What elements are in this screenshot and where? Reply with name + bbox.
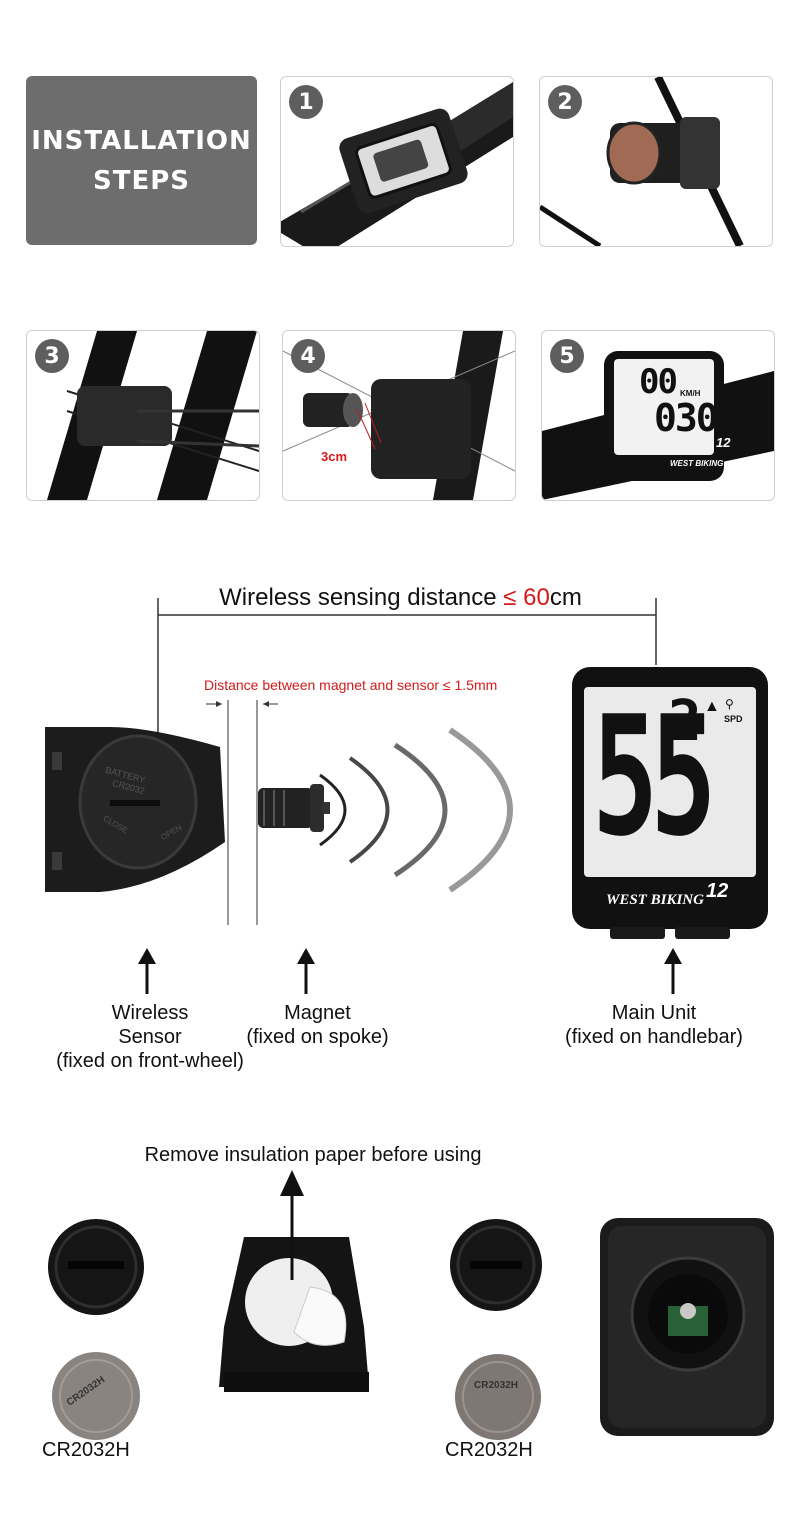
step-4-card: 4 3cm [282, 330, 516, 501]
sensor-caption-line-2: Sensor [118, 1026, 182, 1048]
main-unit-back [600, 1218, 774, 1436]
magnet-caption-line-2: (fixed on spoke) [246, 1026, 389, 1048]
main-unit-caption-line-1: Main Unit [611, 1002, 697, 1024]
main-unit-drawing [572, 667, 768, 939]
step-3-card: 3 [26, 330, 260, 501]
speed-up-arrow-icon: ▲ [704, 698, 720, 715]
step-5-display-top: 00 [639, 362, 678, 402]
wireless-distance-caption: Wireless sensing distance ≤ 60cm [0, 584, 801, 612]
step-4-distance-annotation: 3cm [321, 449, 348, 464]
step-4-photo [283, 331, 515, 500]
coin-battery-left [52, 1352, 140, 1440]
step-5-display-unit: KM/H [680, 389, 701, 398]
distance-lines [157, 598, 657, 925]
signal-waves [319, 727, 513, 893]
sensor-with-paper [219, 1237, 369, 1392]
battery-cover-left [48, 1219, 144, 1315]
step-1-card: 1 [280, 76, 514, 247]
main-unit-brand: WEST BIKING [606, 892, 704, 908]
main-unit-spd: SPD [724, 714, 743, 724]
step-2-card: 2 [539, 76, 773, 247]
step-5-photo [542, 351, 774, 500]
battery-right-label: CR2032H [445, 1439, 533, 1461]
magnet-drawing [258, 784, 330, 832]
distance-value: ≤ 60 [503, 584, 550, 611]
coin-right-model: CR2032H [474, 1380, 518, 1391]
step-2-photo [540, 77, 744, 246]
step-4-badge: 4 [291, 339, 325, 373]
title-line-1: INSTALLATION [31, 125, 252, 156]
main-unit-caption: Main Unit (fixed on handlebar) [545, 1001, 763, 1049]
step-5-badge: 5 [550, 339, 584, 373]
step-5-brand: WEST BIKING [670, 459, 724, 468]
distance-suffix: cm [549, 584, 582, 611]
distance-prefix: Wireless sensing distance [219, 584, 504, 611]
main-unit-caption-line-2: (fixed on handlebar) [565, 1026, 743, 1048]
main-unit-model: 12 [706, 880, 729, 902]
sensor-caption: Wireless Sensor (fixed on front-wheel) [30, 1001, 270, 1073]
sensor-caption-line-1: Wireless [111, 1002, 189, 1024]
wireless-sensor-drawing [45, 727, 225, 892]
step-1-badge: 1 [289, 85, 323, 119]
step-3-badge: 3 [35, 339, 69, 373]
step-5-model: 12 [716, 435, 731, 450]
step-5-display-bottom: 030 [654, 396, 719, 440]
magnet-caption-line-1: Magnet [284, 1002, 351, 1024]
battery-cover-right [450, 1219, 542, 1311]
title-line-2: STEPS [92, 165, 190, 196]
main-unit-small-digit: 2 [668, 689, 702, 754]
magnet-caption: Magnet (fixed on spoke) [220, 1001, 415, 1049]
main-unit-speed-digits: 55 [592, 680, 716, 873]
insulation-instruction: Remove insulation paper before using [144, 1144, 482, 1166]
step-1-photo [281, 82, 513, 246]
coin-battery-right [455, 1354, 541, 1440]
bicycle-icon: ⚲ [725, 697, 734, 711]
step-2-badge: 2 [548, 85, 582, 119]
step-5-card: 5 00 KM/H 030 WEST BIKING 12 [541, 330, 775, 501]
battery-left-label: CR2032H [42, 1439, 130, 1461]
up-arrow-icon [280, 1170, 304, 1280]
pointer-arrows [138, 948, 682, 994]
installation-steps-title: INSTALLATION STEPS [26, 76, 257, 245]
gap-distance-label: Distance between magnet and sensor ≤ 1.5… [204, 677, 498, 693]
sensor-caption-line-3: (fixed on front-wheel) [56, 1050, 244, 1072]
step-3-photo [47, 331, 259, 500]
main-unit-speed-unit: KM/H [670, 760, 699, 772]
